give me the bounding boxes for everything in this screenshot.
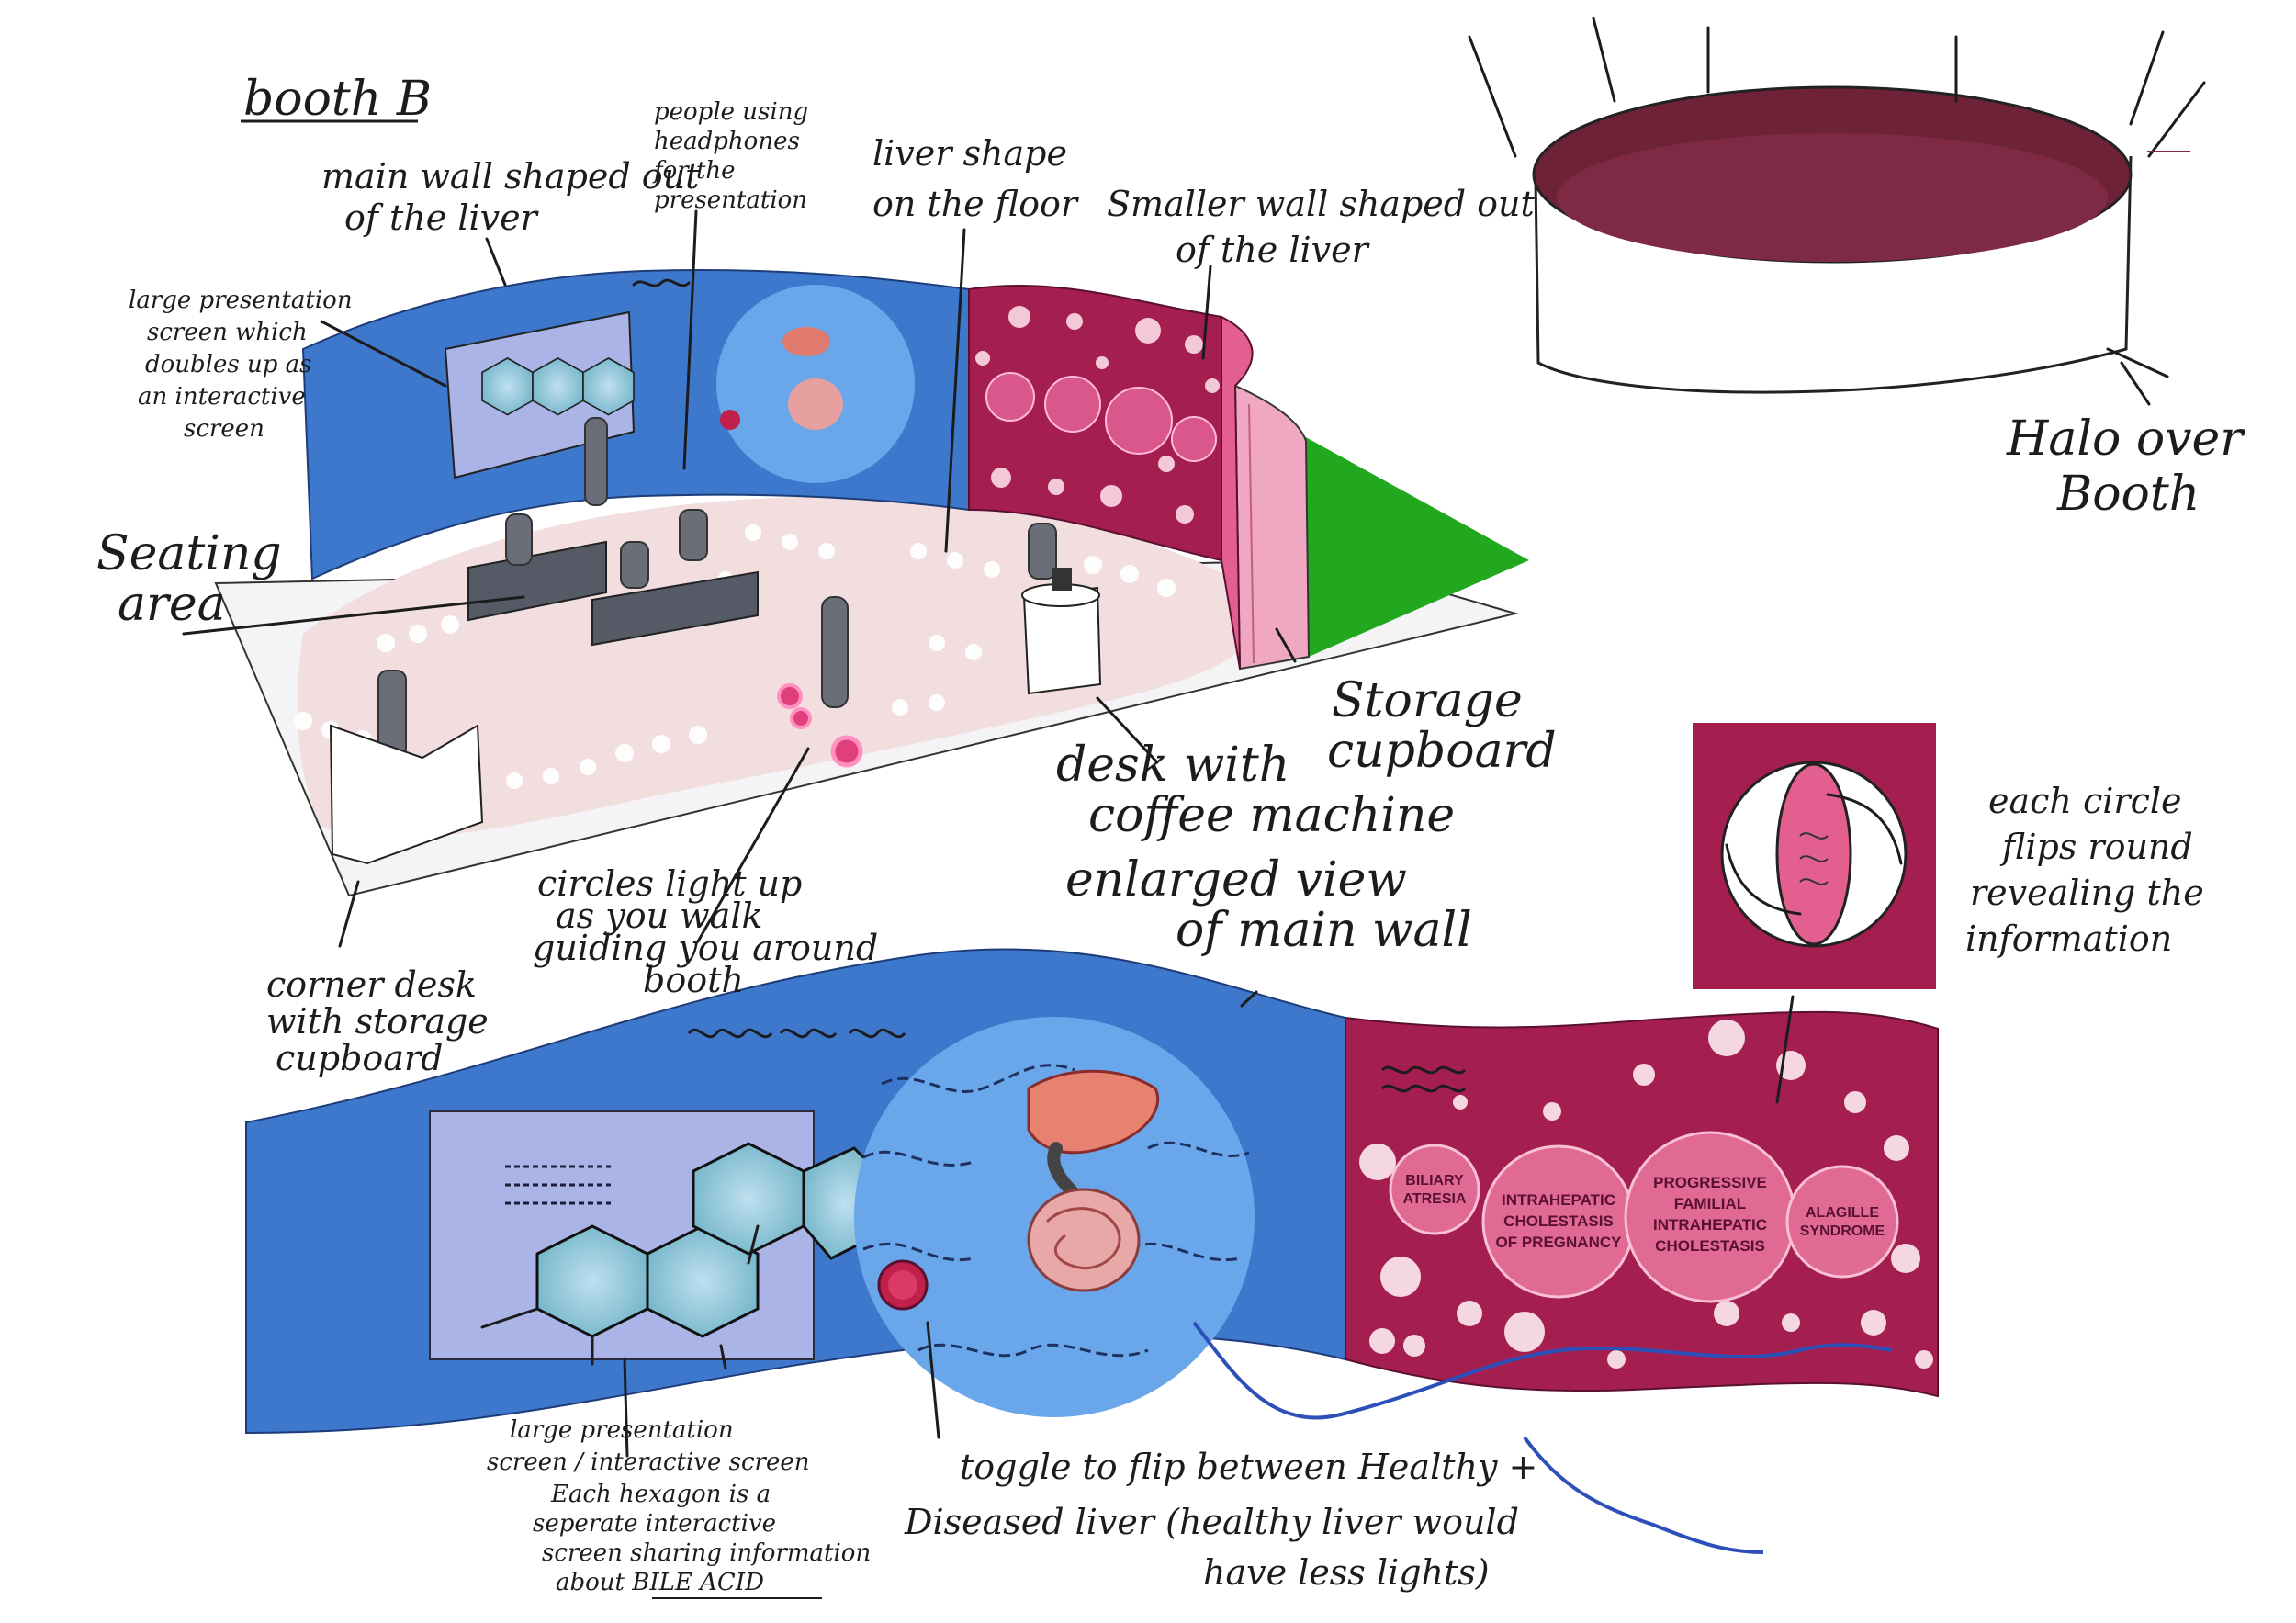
halo-sketch bbox=[1468, 17, 2206, 406]
decor-dot bbox=[1176, 505, 1194, 524]
intestines-icon bbox=[1027, 1188, 1141, 1292]
annotation-arrows bbox=[182, 209, 2169, 1458]
decor-dot bbox=[1403, 1335, 1425, 1357]
light-wire bbox=[1192, 1321, 1893, 1554]
decor-dot bbox=[1100, 485, 1122, 507]
hexagon-molecule-mini bbox=[481, 357, 635, 416]
decor-dot bbox=[1084, 556, 1102, 574]
decor-dot bbox=[1157, 579, 1176, 597]
wall-spots bbox=[975, 306, 1220, 524]
lit-circle bbox=[777, 683, 803, 709]
decor-dot bbox=[377, 634, 395, 652]
decor-dot bbox=[1504, 1312, 1545, 1352]
decor-dot bbox=[689, 726, 707, 744]
decor-dot bbox=[1782, 1313, 1800, 1332]
decor-dot bbox=[991, 468, 1011, 488]
flip-circle-inset bbox=[1693, 723, 1936, 989]
decor-dot bbox=[910, 543, 927, 559]
decor-dot bbox=[1607, 1350, 1626, 1369]
decor-dot bbox=[652, 735, 670, 753]
decor-dot bbox=[1844, 1091, 1866, 1113]
decor-dot bbox=[1708, 1020, 1745, 1056]
decor-dot bbox=[929, 694, 945, 711]
decor-dot bbox=[1884, 1135, 1909, 1161]
decor-dot bbox=[1096, 356, 1109, 369]
decor-dot bbox=[947, 552, 963, 569]
decor-dot bbox=[1891, 1244, 1920, 1273]
light-strings bbox=[862, 1064, 1250, 1358]
decor-dot bbox=[1135, 318, 1161, 344]
decor-dot bbox=[1205, 378, 1220, 393]
lit-circle bbox=[830, 735, 863, 768]
decor-dot bbox=[892, 699, 908, 716]
lit-circle bbox=[790, 707, 812, 729]
maroon-wall-spots bbox=[1359, 1020, 1933, 1369]
decor-dot bbox=[615, 744, 634, 762]
decor-dot bbox=[1048, 479, 1064, 495]
decor-dot bbox=[1008, 306, 1030, 328]
decor-dot bbox=[1380, 1257, 1421, 1297]
decor-dot bbox=[745, 524, 761, 541]
decor-dot bbox=[1185, 335, 1203, 354]
booth-perspective bbox=[214, 269, 1529, 897]
decor-dot bbox=[1120, 565, 1139, 583]
decor-dot bbox=[1915, 1350, 1933, 1369]
decor-dot bbox=[818, 543, 835, 559]
decor-dot bbox=[506, 772, 523, 789]
decor-dot bbox=[1158, 456, 1175, 472]
decor-dot bbox=[409, 625, 427, 643]
decor-dot bbox=[782, 534, 798, 550]
decor-dot bbox=[1457, 1301, 1482, 1326]
decor-dot bbox=[1714, 1301, 1739, 1326]
storage-cupboard-panel bbox=[1233, 384, 1311, 671]
decor-dot bbox=[929, 635, 945, 651]
decor-dot bbox=[1633, 1064, 1655, 1086]
decor-dot bbox=[975, 351, 990, 366]
toggle-note: toggle to flip between Healthy +Diseased… bbox=[904, 1447, 1537, 1593]
decor-dot bbox=[294, 712, 312, 730]
decor-dot bbox=[580, 759, 596, 775]
decor-dot bbox=[543, 768, 559, 784]
decor-dot bbox=[1359, 1144, 1396, 1180]
decor-dot bbox=[1369, 1328, 1395, 1354]
decor-dot bbox=[984, 561, 1000, 578]
bench-2 bbox=[591, 570, 759, 647]
decor-dot bbox=[1861, 1310, 1886, 1336]
decor-dot bbox=[1543, 1102, 1561, 1121]
diagram-title: booth B bbox=[243, 72, 432, 127]
green-side-panel bbox=[1304, 436, 1529, 657]
people-silhouettes bbox=[377, 417, 1057, 759]
decor-dot bbox=[965, 644, 982, 660]
decor-dot bbox=[1066, 313, 1083, 330]
decor-dot bbox=[441, 615, 459, 634]
corner-desk bbox=[329, 724, 484, 865]
decor-dot bbox=[1453, 1095, 1468, 1110]
